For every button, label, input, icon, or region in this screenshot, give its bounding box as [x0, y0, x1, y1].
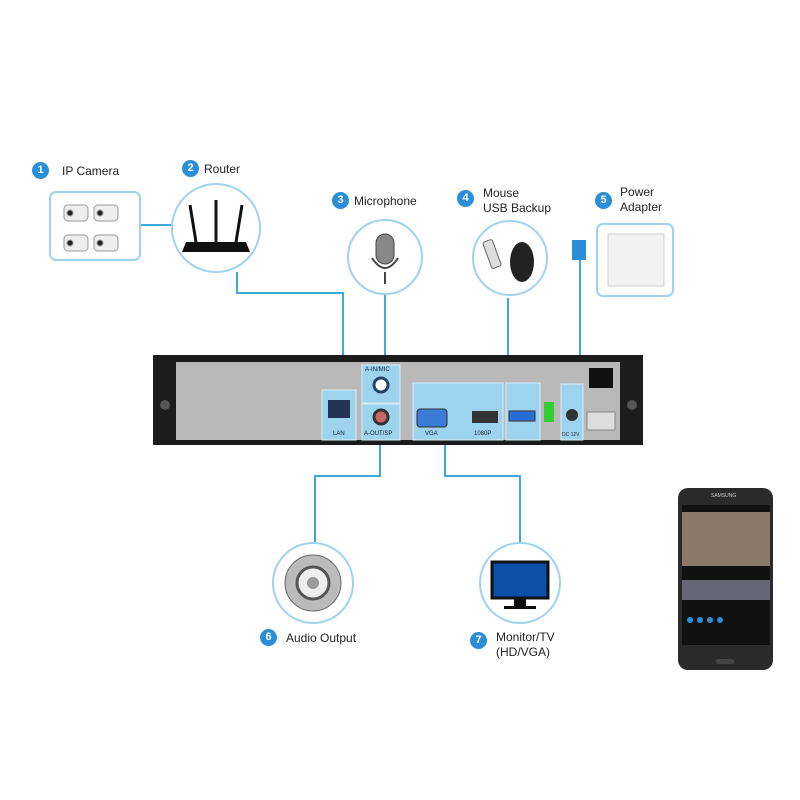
badge-1: 1 [32, 162, 49, 179]
port-label-audio-out: A-OUT/SP [364, 431, 393, 437]
microphone-icon [371, 233, 399, 284]
monitor-line [444, 445, 521, 542]
audio-line [314, 440, 381, 542]
vga-port [416, 408, 448, 428]
mouse-usb-icon [482, 239, 534, 282]
ip-camera-icon [63, 204, 119, 252]
badge-6: 6 [260, 629, 277, 646]
phone-main-video [682, 512, 770, 566]
power-switch [589, 368, 613, 388]
audio-out-port [372, 408, 390, 426]
phone-thumbnails [682, 580, 770, 600]
badge-5: 5 [595, 192, 612, 209]
badge-2: 2 [182, 160, 199, 177]
lan-port [328, 400, 350, 418]
monitor-icon [490, 560, 550, 609]
mouse-usb-circle [472, 220, 548, 296]
port-label-dc: DC 12V [562, 432, 580, 438]
dc-port [566, 409, 578, 421]
label-audio-output: Audio Output [286, 631, 357, 645]
label-microphone: Microphone [354, 194, 417, 208]
badge-4: 4 [457, 190, 474, 207]
label-ip-camera: IP Camera [62, 164, 120, 178]
badge-3: 3 [332, 192, 349, 209]
power-outlet-icon [607, 233, 665, 287]
port-label-hdmi: 1080P [474, 431, 492, 437]
label-monitor-tv: Monitor/TV(HD/VGA) [496, 630, 555, 659]
hdmi-port [472, 411, 498, 423]
label-router: Router [204, 162, 241, 176]
usb-port [508, 410, 536, 422]
power-plug-icon [572, 240, 586, 260]
connection-lines [140, 224, 581, 542]
phone-brand: SAMSUNG [711, 493, 737, 499]
rs485-port [544, 402, 554, 422]
port-label-vga: VGA [425, 431, 438, 437]
badge-7: 7 [470, 632, 487, 649]
audio-in-port [372, 376, 390, 394]
router-line [236, 272, 344, 392]
port-label-lan: LAN [333, 431, 345, 437]
port-label-audio-in: A-IN/MIC [365, 367, 390, 373]
audio-jack-icon [284, 554, 342, 612]
router-icon [182, 200, 250, 252]
